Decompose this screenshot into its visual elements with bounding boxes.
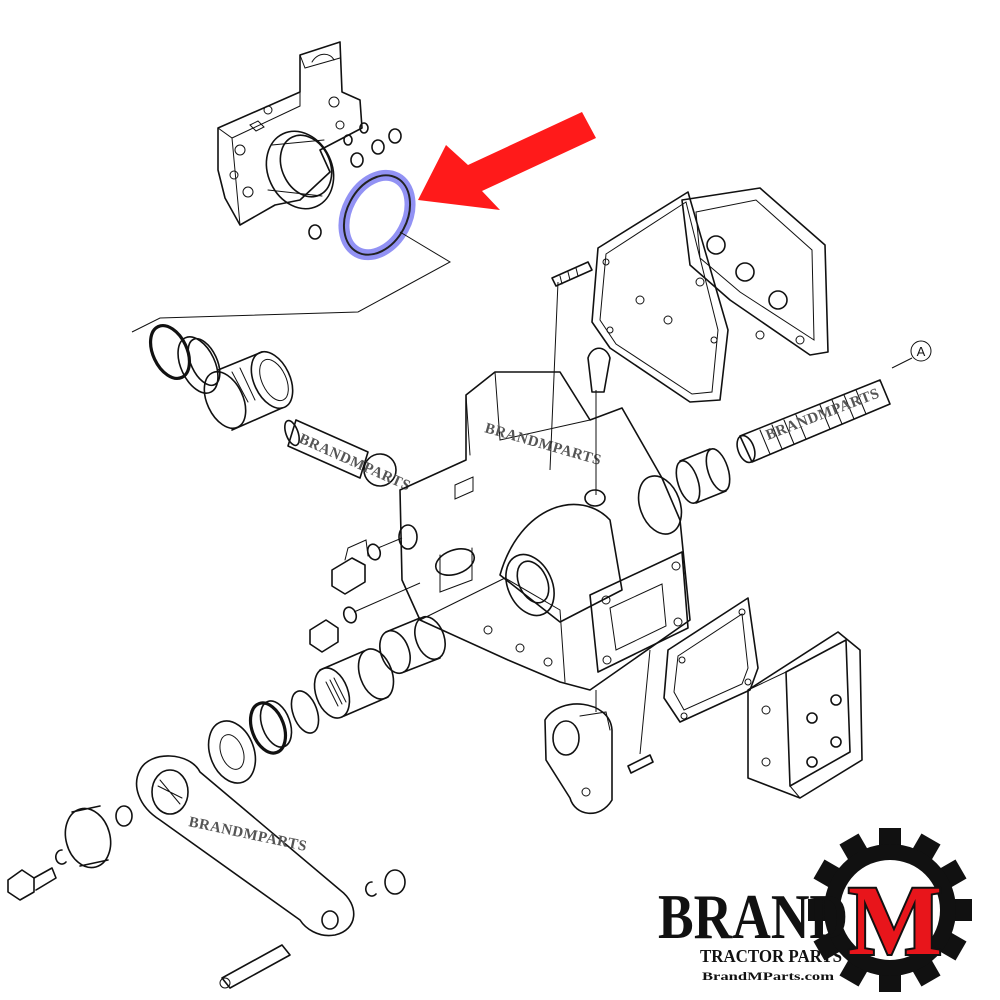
logo-subtitle: TRACTOR PARTS [700,946,842,966]
small-o-rings [308,122,402,240]
right-bushing [675,448,731,504]
logo-m-letter: M [848,865,942,976]
callout-a-label: A [917,344,926,359]
bushing-small [379,615,446,675]
arm-pin [219,944,291,989]
cover-plate [681,187,829,356]
roll-pin [627,754,654,774]
callout-a: A [891,340,932,369]
snap-ring-left [148,324,192,380]
logo-website: BrandMParts.com [702,969,834,983]
logo-brand-text: BRAND [658,881,848,952]
leader-line [353,537,421,613]
red-arrow-icon [418,112,596,210]
highlighted-o-ring[interactable] [331,164,423,266]
watermark: BRANDMPARTS [483,420,603,469]
main-housing: BRANDMPARTS [398,371,691,691]
gear-icon [808,828,972,992]
leader-line [595,649,651,755]
rocker-arm [544,703,613,815]
stud [551,261,593,287]
bolt-lower-left [7,867,57,901]
lower-gasket [663,597,759,723]
flat-washer [64,805,133,869]
mounting-bracket [747,631,863,799]
c-clips [55,849,406,897]
watermark: BRANDMPARTS [296,431,413,495]
needle-bearing [313,648,395,719]
backup-ring [177,336,221,394]
leader-line [131,231,452,333]
piston-rod: BRANDMPARTS [284,419,413,495]
spline-shaft: BRANDMPARTS [736,379,891,464]
upper-gasket [591,191,729,403]
piston-sleeve [203,350,294,431]
bolt-upper [331,539,382,595]
leader-line [549,281,597,495]
valve-body [217,41,363,226]
brand-logo: BRAND M TRACTOR PARTS BrandMParts.com [650,820,990,995]
breather-tube [587,347,611,393]
bolt-lower [309,606,358,653]
lift-arm: BRANDMPARTS [135,755,355,937]
watermark: BRANDMPARTS [187,814,308,855]
seal-rings [207,690,320,784]
